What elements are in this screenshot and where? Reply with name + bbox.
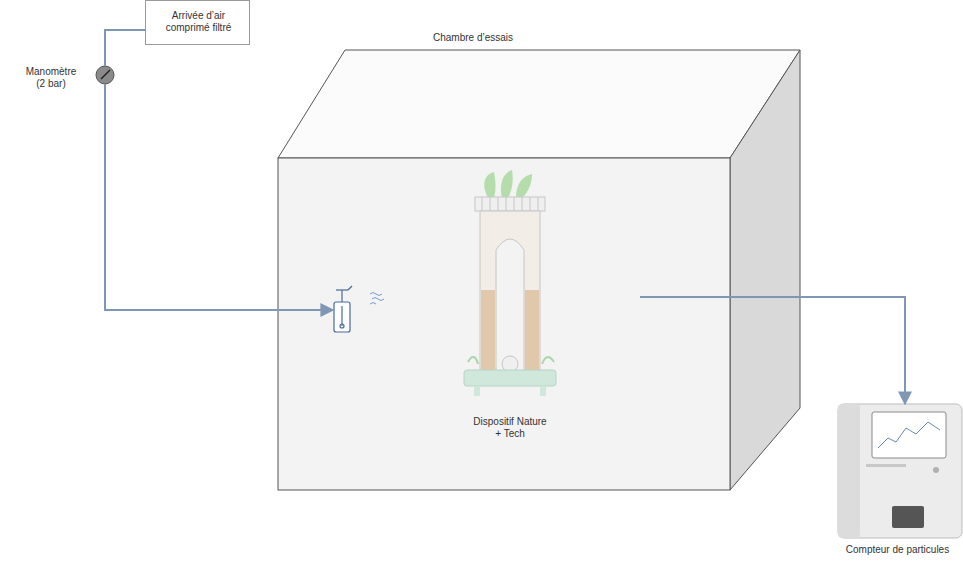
air-line [105,30,145,66]
device-illustration-shape [450,170,570,450]
node-label: Compteur de particules [832,544,963,556]
device-illustration: Dispositif Nature + Tech [450,170,570,450]
pressure-gauge: Manomètre (2 bar) [20,62,120,102]
node-label: Chambre d’essais [398,32,548,44]
air-line [640,297,905,404]
air-line [105,84,333,310]
test-chamber: Chambre d’essaisDispositif Nature + Tech [278,30,800,490]
node-label: Arrivée d’air comprimé filtré [150,10,247,34]
node-label: Dispositif Nature + Tech [470,416,550,440]
node-label: Manomètre (2 bar) [20,66,82,90]
particle-counter: Compteur de particules [832,398,963,566]
supply-box: Arrivée d’air comprimé filtré [145,0,250,45]
particle-counter-shape [832,398,963,566]
